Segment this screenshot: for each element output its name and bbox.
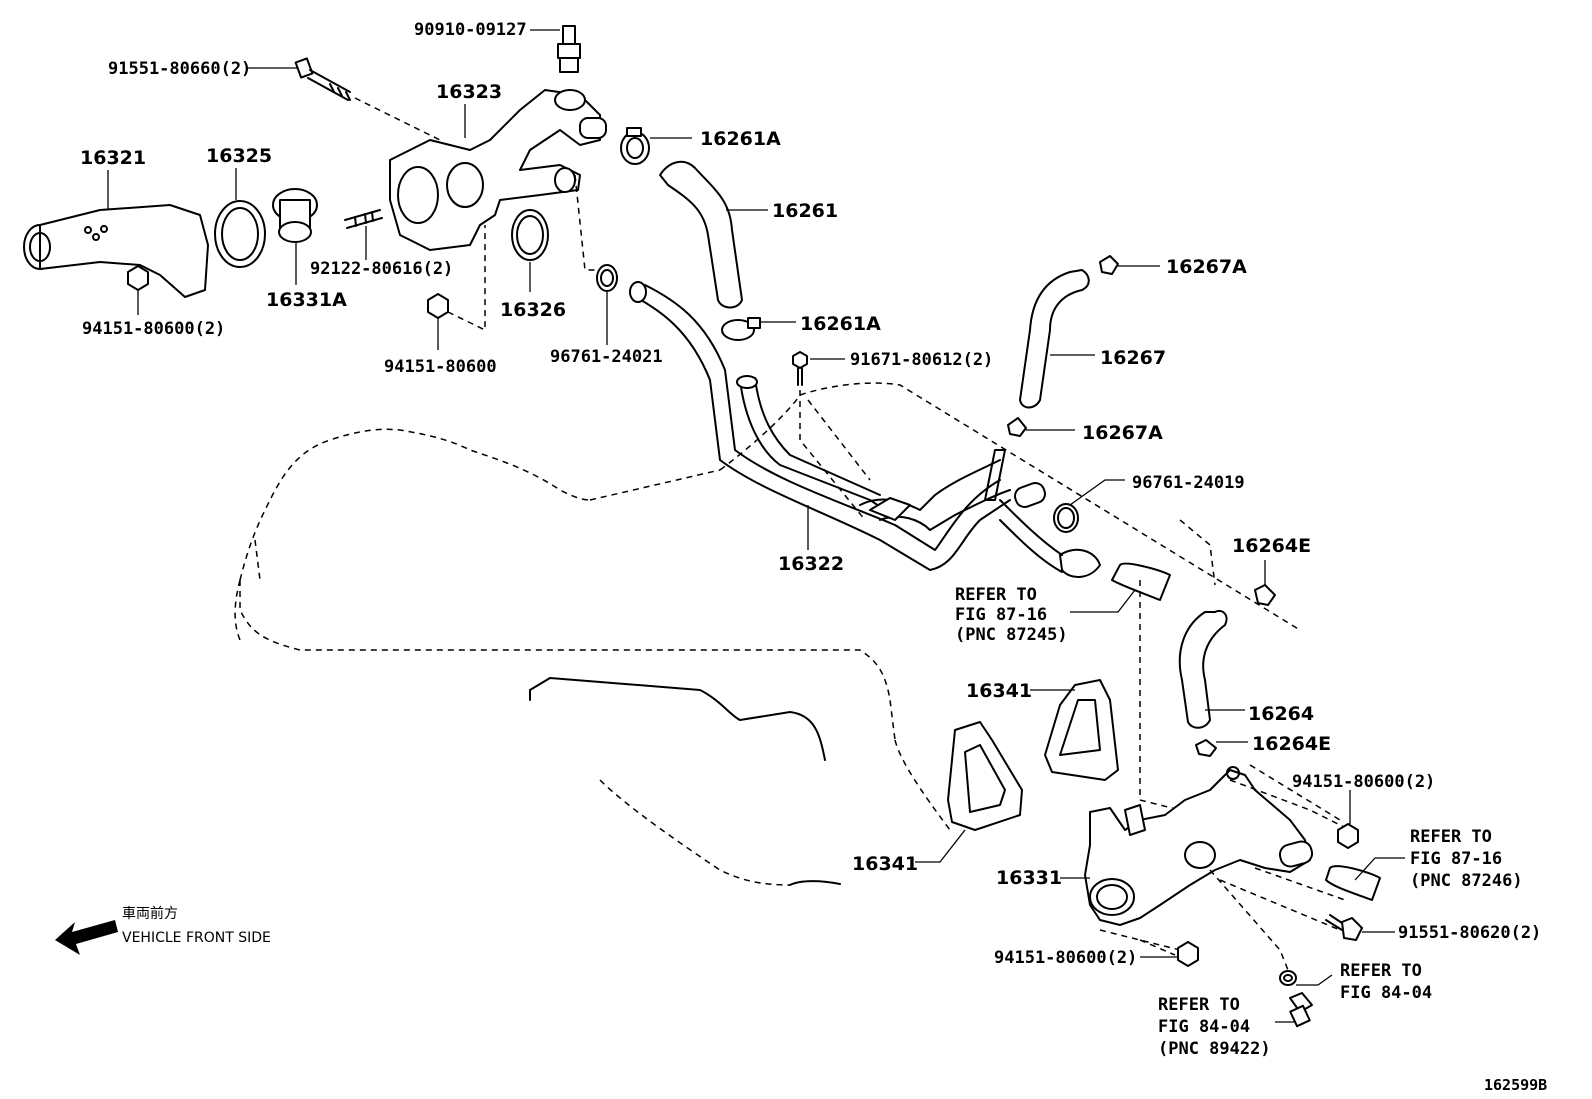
nut-94151-a[interactable] (127, 265, 149, 315)
inlet-16321[interactable] (23, 170, 209, 298)
label-16323: 16323 (436, 81, 502, 103)
bolt-91551-80620[interactable] (1325, 914, 1395, 941)
label-94151-80600-d: 94151-80600(2) (994, 948, 1137, 968)
nut-94151-d[interactable] (1140, 941, 1199, 967)
clamp-16261A-mid[interactable] (721, 317, 796, 341)
label-16331A: 16331A (266, 289, 347, 311)
label-91671-80612: 91671-80612(2) (850, 350, 993, 370)
nut-94151-c[interactable] (1337, 790, 1359, 849)
label-90910-09127: 90910-09127 (414, 20, 527, 40)
water-outlet-16323[interactable] (389, 89, 607, 251)
label-91551-80620: 91551-80620(2) (1398, 923, 1541, 943)
clamp-16267A-low[interactable] (1007, 417, 1075, 437)
label-16321: 16321 (80, 147, 146, 169)
label-92122-80616: 92122-80616(2) (310, 259, 453, 279)
stud-92122[interactable] (344, 209, 383, 260)
front-arrow-icon (55, 920, 118, 955)
refer-89422-line3: (PNC 89422) (1158, 1039, 1271, 1059)
label-16261A-top: 16261A (700, 128, 781, 150)
label-16264E-top: 16264E (1232, 535, 1311, 557)
label-94151-80600-a: 94151-80600(2) (82, 319, 225, 339)
clamp-16261A-top[interactable] (620, 127, 692, 165)
hose-16261[interactable] (659, 160, 768, 309)
label-16264: 16264 (1248, 703, 1314, 725)
refer-87246-line1: REFER TO (1410, 827, 1492, 847)
label-96761-24019: 96761-24019 (1132, 473, 1245, 493)
front-note-en: VEHICLE FRONT SIDE (122, 930, 271, 946)
dashed-connector (1139, 580, 1181, 811)
label-96761-24021: 96761-24021 (550, 347, 663, 367)
refer-87246-line2: FIG 87-16 (1410, 849, 1502, 869)
hose-ref-87246 (1325, 857, 1405, 901)
hose-16267[interactable] (1019, 269, 1095, 409)
hose-ref-87245 (1070, 562, 1171, 613)
label-16264E-low: 16264E (1252, 733, 1331, 755)
bolt-91551-80660[interactable] (246, 57, 441, 141)
thermostat-16331A[interactable] (272, 188, 318, 285)
label-16325: 16325 (206, 145, 272, 167)
label-16267A-low: 16267A (1082, 422, 1163, 444)
label-16341-upper: 16341 (966, 680, 1032, 702)
label-91551-80660: 91551-80660(2) (108, 59, 251, 79)
sensor-90910[interactable] (530, 25, 581, 73)
refer-84-04-line2: FIG 84-04 (1340, 983, 1432, 1003)
clamp-16267A-top[interactable] (1099, 255, 1160, 275)
refer-89422-line1: REFER TO (1158, 995, 1240, 1015)
oring-96761-24021[interactable] (574, 174, 618, 345)
gasket-16341-upper[interactable] (1030, 679, 1119, 781)
label-16267: 16267 (1100, 347, 1166, 369)
labels: 90910-09127 91551-80660(2) 16323 16261A … (80, 20, 1547, 1094)
water-inlet-16331[interactable] (1060, 764, 1351, 976)
refer-87245-line2: FIG 87-16 (955, 605, 1047, 625)
sensor-89422[interactable] (1275, 992, 1313, 1028)
label-94151-80600-c: 94151-80600(2) (1292, 772, 1435, 792)
refer-87245-line3: (PNC 87245) (955, 625, 1068, 645)
nut-94151-b[interactable] (427, 225, 486, 350)
label-94151-80600-b: 94151-80600 (384, 357, 497, 377)
washer-84-04[interactable] (1279, 970, 1333, 986)
oring-96761-24019[interactable] (1053, 479, 1125, 533)
label-16331: 16331 (996, 867, 1062, 889)
refer-87245-line1: REFER TO (955, 585, 1037, 605)
hose-16264[interactable] (1178, 609, 1245, 729)
front-note-jp: 車両前方 (122, 905, 178, 922)
gasket-16325[interactable] (214, 168, 266, 268)
pipe-16322[interactable] (629, 281, 1101, 578)
label-16267A-top: 16267A (1166, 256, 1247, 278)
gasket-16326[interactable] (511, 209, 549, 292)
clamp-16264E-top[interactable] (1254, 560, 1276, 606)
figure-id: 162599B (1484, 1076, 1547, 1094)
dashed-connector-2 (1179, 519, 1216, 586)
gasket-16341-lower[interactable] (915, 721, 1023, 863)
label-16261A-mid: 16261A (800, 313, 881, 335)
refer-89422-line2: FIG 84-04 (1158, 1017, 1250, 1037)
refer-87246-line3: (PNC 87246) (1410, 871, 1523, 891)
label-16261: 16261 (772, 200, 838, 222)
refer-84-04-line1: REFER TO (1340, 961, 1422, 981)
label-16341-lower: 16341 (852, 853, 918, 875)
bolt-91671[interactable] (792, 351, 871, 521)
clamp-16264E-low[interactable] (1195, 739, 1248, 757)
label-16322: 16322 (778, 553, 844, 575)
label-16326: 16326 (500, 299, 566, 321)
